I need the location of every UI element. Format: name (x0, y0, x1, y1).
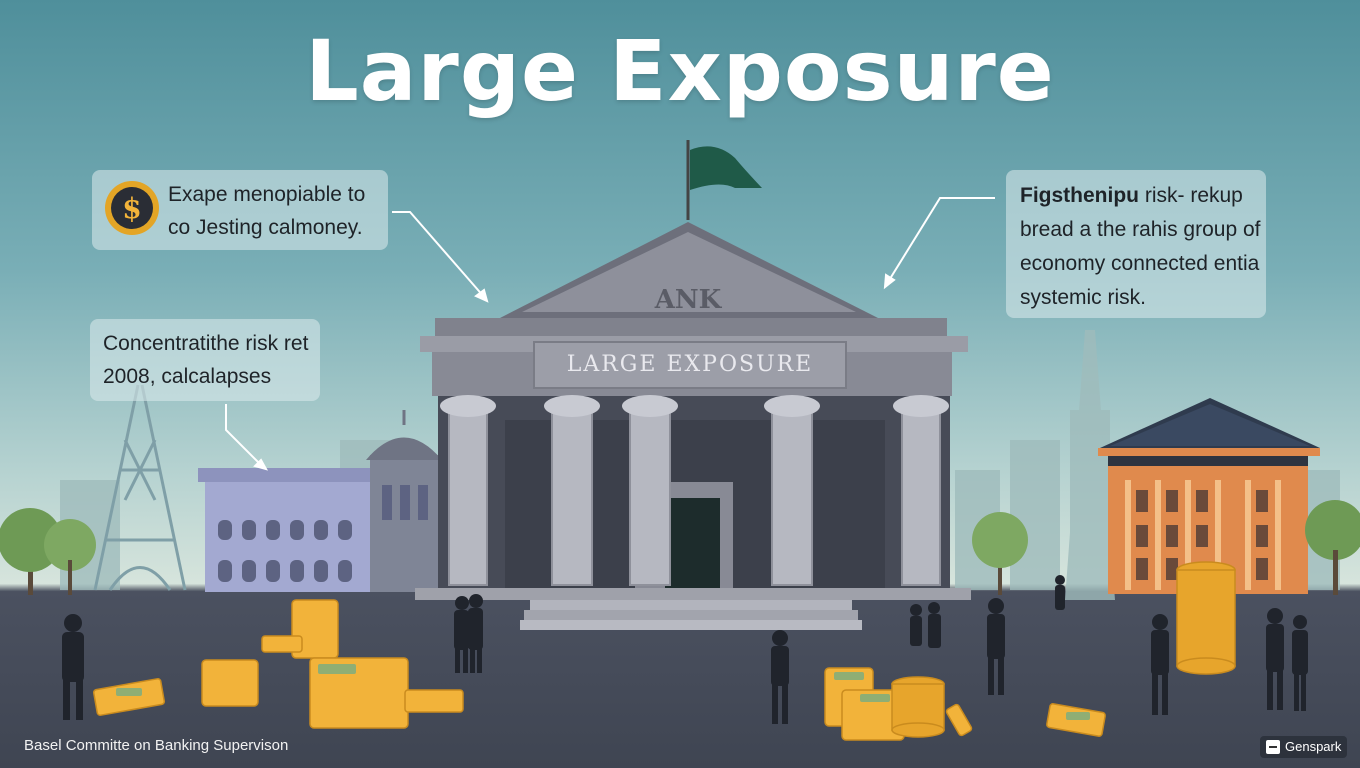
pediment-label: ANK (654, 285, 723, 315)
callout-top-left-text: Exape menopiable to co Jesting calmoney. (168, 183, 366, 239)
callout-top-left: $ Exape menopiable to co Jesting calmone… (92, 170, 388, 250)
callout-mid-left: Concentratithe risk ret 2008, calcalapse… (90, 319, 320, 401)
trees-right (972, 500, 1360, 595)
dollar-coin-icon: $ (105, 181, 159, 235)
callout-right-bold: Figsthenipu (1020, 184, 1139, 207)
callout-right: Figsthenipu risk- rekup bread a the rahi… (1006, 170, 1266, 318)
page-title: Large Exposure (305, 22, 1055, 120)
svg-text:$: $ (122, 192, 141, 225)
bank-building: ANK LARGE EXPOSURE (415, 222, 971, 630)
frieze-label: LARGE EXPOSURE (567, 352, 814, 377)
bank-flag (686, 140, 762, 220)
people-silhouettes (62, 575, 1308, 724)
money-stacks (92, 561, 1236, 741)
trees-left (0, 508, 96, 595)
callout-right-body: risk- rekup bread a the rahis group of e… (1020, 184, 1261, 309)
left-building (198, 410, 442, 592)
genspark-logo-icon (1266, 740, 1280, 754)
callout-arrows (225, 197, 995, 471)
genspark-label: Genspark (1285, 739, 1342, 754)
source-caption: Basel Committe on Banking Supervison (24, 737, 289, 754)
callout-mid-left-text: Concentratithe risk ret 2008, calcalapse… (103, 332, 309, 388)
genspark-badge[interactable]: Genspark (1260, 736, 1348, 758)
callout-right-text: Figsthenipu risk- rekup bread a the rahi… (1020, 179, 1265, 315)
eiffel-tower (93, 384, 187, 591)
